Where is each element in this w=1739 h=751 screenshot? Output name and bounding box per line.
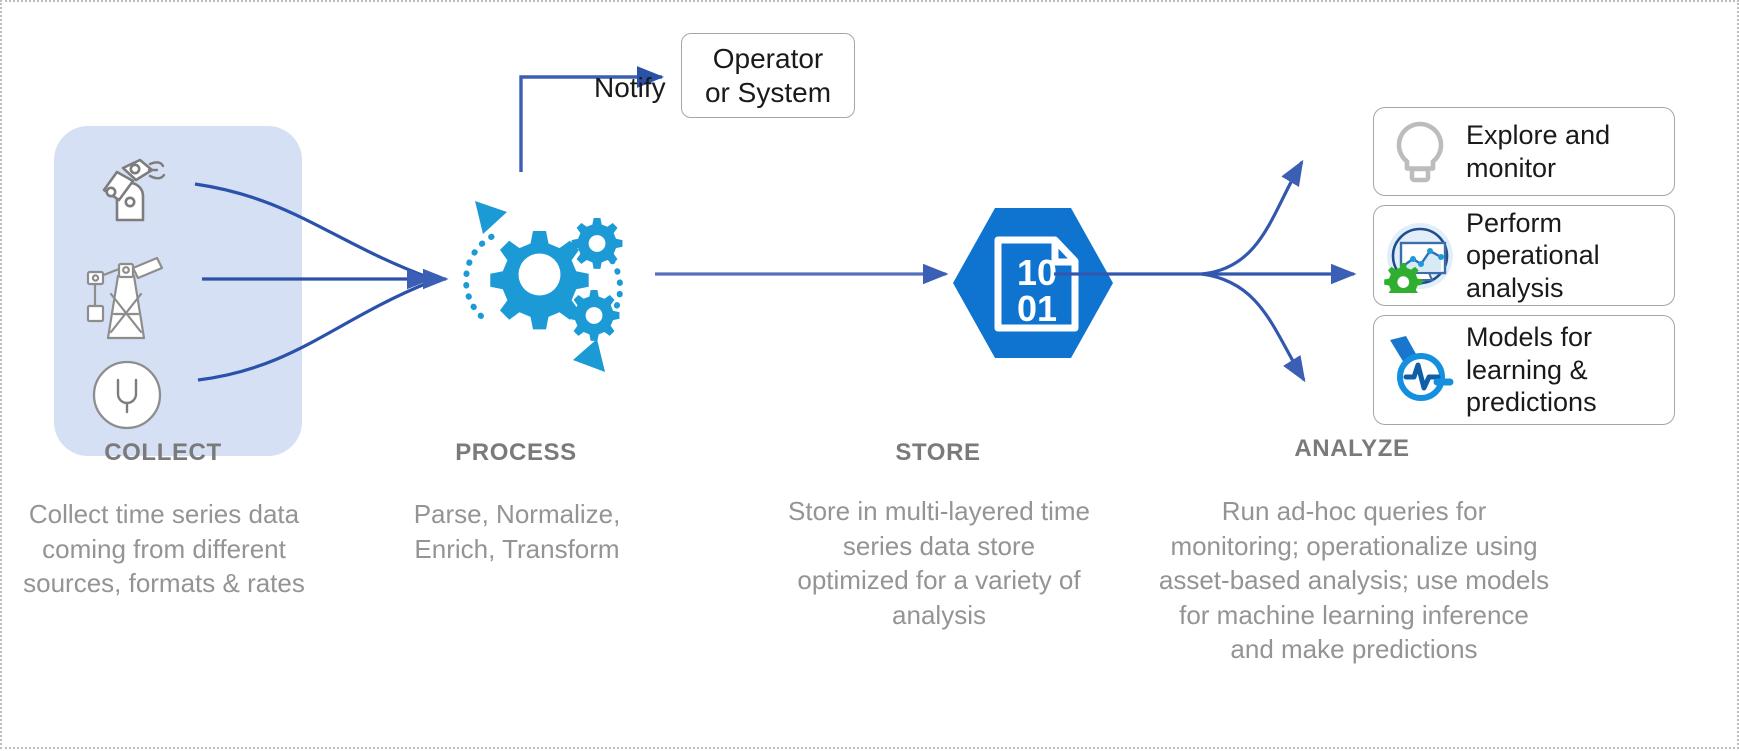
- robot-arm-icon: [102, 158, 166, 222]
- stage-description-store: Store in multi-layered time series data …: [788, 496, 1090, 630]
- lightbulb-icon: [1374, 108, 1466, 195]
- operator-or-system-box[interactable]: Operator or System: [681, 33, 855, 118]
- oil-derrick-icon: [86, 256, 164, 340]
- stage-description-analyze: Run ad-hoc queries for monitoring; opera…: [1158, 496, 1550, 665]
- gears-icon: [463, 201, 624, 372]
- stage-description-process: Parse, Normalize, Enrich, Transform: [413, 499, 621, 564]
- power-plug-icon: [92, 360, 162, 430]
- analyze-card-explore-label: Explore and monitor: [1466, 120, 1611, 183]
- stage-heading-collect: COLLECT: [104, 439, 222, 466]
- analyze-card-models[interactable]: Models for learning & predictions: [1373, 315, 1675, 425]
- stage-heading-process: PROCESS: [455, 439, 577, 466]
- analyze-card-explore[interactable]: Explore and monitor: [1373, 107, 1675, 196]
- collect-sources-panel: [54, 126, 302, 456]
- analyze-card-models-label: Models for learning & predictions: [1466, 322, 1597, 418]
- analyze-card-perform-label: Perform operational analysis: [1466, 207, 1600, 303]
- operator-box-line2: or System: [704, 76, 832, 108]
- stage-description-collect: Collect time series data coming from dif…: [23, 499, 305, 599]
- operational-chart-gear-icon: [1374, 206, 1466, 305]
- stage-heading-store: STORE: [895, 439, 981, 466]
- analyze-card-perform[interactable]: Perform operational analysis: [1373, 205, 1675, 306]
- operator-box-line1: Operator: [712, 43, 824, 75]
- binary-badge-line2: 01: [1017, 288, 1057, 329]
- stage-heading-analyze: ANALYZE: [1294, 435, 1410, 462]
- notify-label: Notify: [594, 72, 666, 103]
- magnifier-pulse-icon: [1374, 316, 1466, 424]
- hexagon-binary-document-icon: 10 01: [953, 208, 1113, 358]
- binary-badge-line1: 10: [1017, 252, 1057, 293]
